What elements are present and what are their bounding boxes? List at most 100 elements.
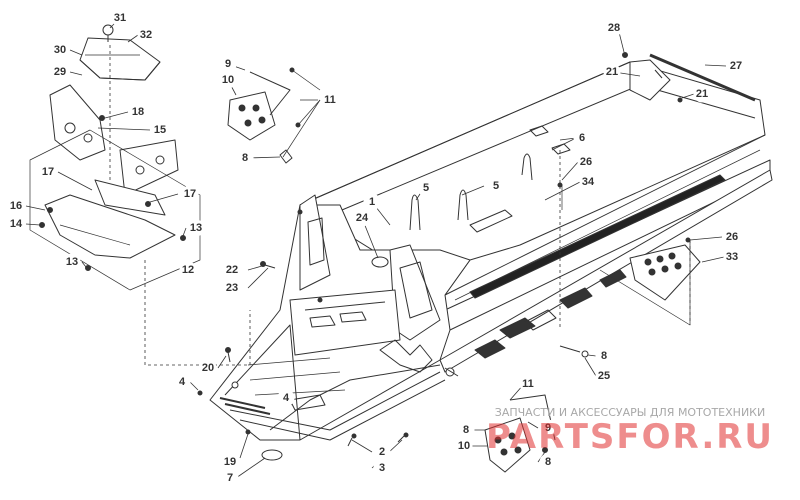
callout-c7: 7 (221, 469, 239, 487)
console-bracket-assembly (29, 24, 201, 291)
callout-number: 20 (202, 362, 214, 374)
callout-c4a: 4 (173, 373, 191, 391)
callout-bubble (577, 153, 595, 171)
callout-number: 33 (726, 251, 738, 263)
callout-bubble (199, 359, 217, 377)
callout-number: 5 (423, 182, 429, 194)
callout-number: 12 (182, 264, 194, 276)
callout-bubble (595, 367, 613, 385)
callout-number: 30 (54, 44, 66, 56)
callout-number: 7 (227, 472, 233, 484)
callout-layer: 31 32 30 29 18 15 17 17 16 14 13 13 12 9 10 11 8 124 5 5 22 2… (7, 9, 745, 487)
callout-number: 1 (369, 196, 375, 208)
callout-c3: 3 (373, 459, 391, 477)
callout-c16: 16 (7, 197, 25, 215)
callout-number: 9 (225, 58, 231, 70)
callout-bubble (573, 129, 591, 147)
callout-number: 21 (606, 66, 618, 78)
callout-c9a: 9 (219, 55, 237, 73)
callout-bubble (417, 179, 435, 197)
callout-number: 8 (545, 456, 551, 468)
tunnel-assembly (299, 59, 773, 373)
callout-number: 9 (545, 422, 551, 434)
callout-c11a: 11 (321, 91, 339, 109)
tunnel-decal (469, 174, 726, 299)
callout-number: 15 (154, 124, 166, 136)
callout-c18: 18 (129, 103, 147, 121)
callout-c21b: 21 (693, 85, 711, 103)
callout-c10b: 10 (455, 437, 473, 455)
callout-number: 10 (222, 74, 234, 86)
callout-c21a: 21 (603, 63, 621, 81)
callout-number: 18 (132, 106, 144, 118)
callout-c1: 1 (363, 193, 381, 211)
callout-number: 26 (580, 156, 592, 168)
callout-number: 8 (242, 152, 248, 164)
callout-number: 28 (608, 22, 620, 34)
callout-bubble (363, 193, 381, 211)
callout-c17b: 17 (181, 185, 199, 203)
callout-c19: 19 (221, 453, 239, 471)
callout-number: 14 (10, 218, 23, 230)
footrest-lower (484, 394, 556, 473)
footrest-right (599, 240, 701, 326)
callout-bubble (353, 209, 371, 227)
callout-bubble (181, 185, 199, 203)
callout-c8d: 8 (539, 453, 557, 471)
callout-c27: 27 (727, 57, 745, 75)
callout-c10a: 10 (219, 71, 237, 89)
callout-number: 5 (493, 180, 499, 192)
callout-c29: 29 (51, 63, 69, 81)
callout-c30: 30 (51, 41, 69, 59)
callout-number: 23 (226, 282, 238, 294)
callout-number: 27 (730, 60, 742, 72)
callout-bubble (39, 163, 57, 181)
callout-number: 25 (598, 370, 610, 382)
callout-c8b: 8 (595, 347, 613, 365)
callout-bubble (579, 173, 597, 191)
callout-bubble (539, 419, 557, 437)
callout-c13a: 13 (187, 219, 205, 237)
callout-c12: 12 (179, 261, 197, 279)
callout-number: 19 (224, 456, 236, 468)
callout-number: 11 (324, 94, 336, 106)
callout-c13b: 13 (63, 253, 81, 271)
callout-bubble (605, 19, 623, 37)
callout-c26b: 26 (723, 228, 741, 246)
callout-c17a: 17 (39, 163, 57, 181)
callout-number: 13 (66, 256, 78, 268)
callout-bubble (723, 228, 741, 246)
callout-c32: 32 (137, 26, 155, 44)
callout-c23: 23 (223, 279, 241, 297)
callout-number: 6 (579, 132, 585, 144)
callout-number: 17 (42, 166, 54, 178)
callout-number: 10 (458, 440, 470, 452)
callout-bubble (221, 469, 239, 487)
callout-number: 11 (522, 378, 534, 390)
callout-bubble (455, 437, 473, 455)
watermark-tagline: ЗАПЧАСТИ И АКСЕССУАРЫ ДЛЯ МОТОТЕХНИКИ (495, 406, 765, 419)
callout-c4b: 4 (277, 389, 295, 407)
callout-number: 16 (10, 200, 22, 212)
callout-c5a: 5 (417, 179, 435, 197)
footrest-upper (227, 67, 321, 164)
callout-c34: 34 (579, 173, 597, 191)
callout-c14: 14 (7, 215, 25, 233)
callout-bubble (7, 197, 25, 215)
callout-number: 8 (601, 350, 607, 362)
callout-bubble (693, 85, 711, 103)
callout-c31: 31 (111, 9, 129, 27)
callout-bubble (727, 57, 745, 75)
callout-number: 24 (356, 212, 369, 224)
callout-bubble (236, 149, 254, 167)
callout-c8a: 8 (236, 149, 254, 167)
callout-bubble (129, 103, 147, 121)
callout-bubble (187, 219, 205, 237)
callout-c28: 28 (605, 19, 623, 37)
callout-c6: 6 (573, 129, 591, 147)
callout-bubble (595, 347, 613, 365)
callout-number: 34 (582, 176, 595, 188)
callout-bubble (51, 63, 69, 81)
callout-c22: 22 (223, 261, 241, 279)
